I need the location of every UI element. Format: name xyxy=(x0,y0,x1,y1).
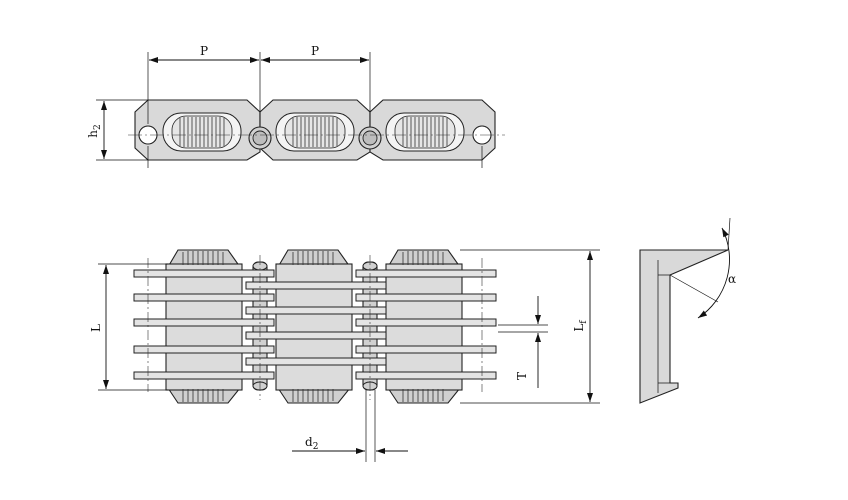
grip-window-right xyxy=(385,112,465,152)
grip-window-middle xyxy=(275,112,355,152)
angle-arc xyxy=(697,227,730,319)
plate-row-1-right xyxy=(355,269,497,278)
pin-joint-1-core xyxy=(252,130,268,146)
plate-row-2-right xyxy=(355,293,497,302)
plate-row-2-left xyxy=(133,293,275,302)
plate-row-1-mid xyxy=(245,281,387,290)
plan-centerlines xyxy=(147,255,483,400)
grip-pad-middle xyxy=(275,249,353,404)
length-l-label: L xyxy=(89,324,103,332)
length-lf-label: Lf xyxy=(572,320,589,332)
svg-text:T: T xyxy=(515,372,529,380)
plate-row-3-left xyxy=(133,318,275,327)
height-h2-label: h2 xyxy=(86,124,103,137)
svg-text:Lf: Lf xyxy=(572,320,589,332)
side-plates xyxy=(133,269,497,380)
plate-row-4-mid xyxy=(245,357,387,366)
thickness-t-label: T xyxy=(515,372,529,380)
plate-row-5-right xyxy=(355,371,497,380)
pin-joint-2-core xyxy=(362,130,378,146)
plate-row-4-right xyxy=(355,345,497,354)
svg-text:L: L xyxy=(89,324,103,332)
angle-leg xyxy=(669,274,719,303)
angle-ref-line xyxy=(727,217,731,251)
svg-text:h2: h2 xyxy=(86,124,103,137)
plate-row-4-left xyxy=(133,345,275,354)
pitch-label-2: P xyxy=(311,44,319,58)
pitch-label-1: P xyxy=(200,44,208,58)
plate-row-3-mid xyxy=(245,331,387,340)
grip-pad-left xyxy=(165,249,243,404)
plate-row-5-left xyxy=(133,371,275,380)
angle-alpha-label: α xyxy=(728,272,736,286)
plate-row-3-right xyxy=(355,318,497,327)
plate-row-1-left xyxy=(133,269,275,278)
profile-view: α xyxy=(639,217,736,404)
side-view: P P h2 xyxy=(86,44,505,168)
grip-profile xyxy=(639,249,729,404)
grip-pad-right xyxy=(385,249,463,404)
plan-view: L Lf T d2 xyxy=(89,249,600,462)
diameter-d2-label: d2 xyxy=(305,435,318,452)
plate-row-2-mid xyxy=(245,306,387,315)
pad-fins xyxy=(182,251,444,402)
grip-window-left xyxy=(162,112,242,152)
